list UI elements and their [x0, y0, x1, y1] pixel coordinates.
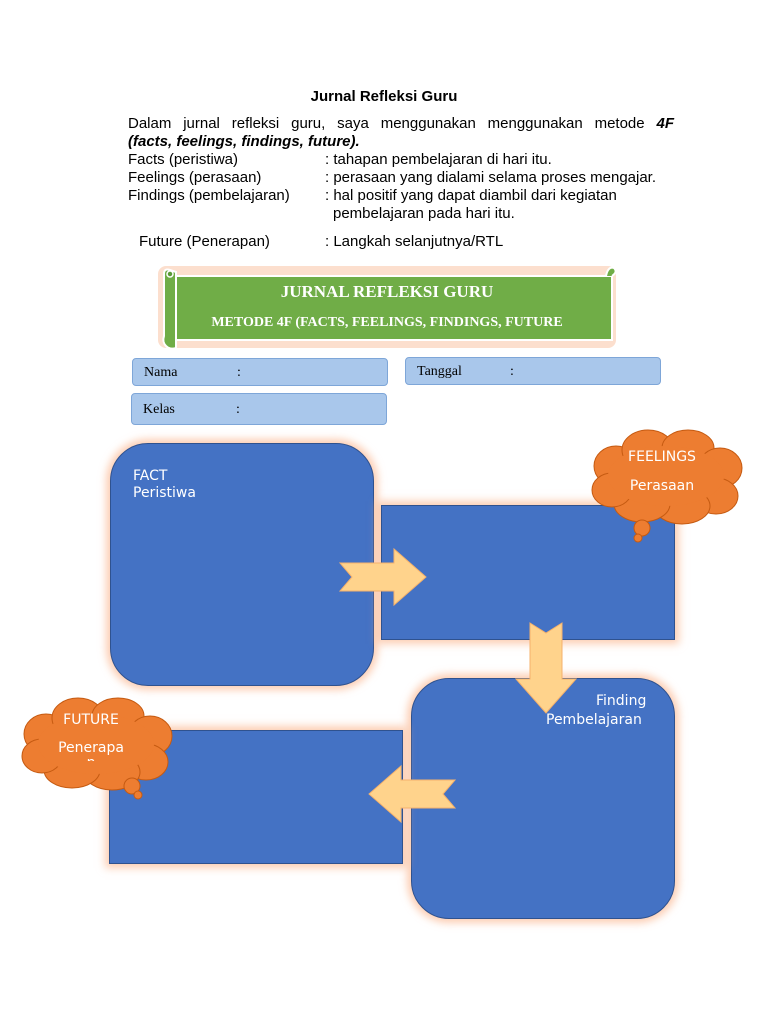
arrow-down-icon [514, 622, 578, 714]
finding-subtitle: Pembelajaran [546, 712, 642, 728]
definition-desc-feelings: : perasaan yang dialami selama proses me… [325, 169, 657, 186]
fact-title: FACT [133, 468, 168, 484]
future-cloud-icon [21, 697, 173, 800]
definition-term-future: Future (Penerapan) [139, 233, 270, 250]
future-cloud-title: FUTURE [63, 712, 119, 728]
definition-term-facts: Facts (peristiwa) [128, 151, 239, 168]
banner-subtitle: METODE 4F (FACTS, FEELINGS, FINDINGS, FU… [211, 315, 563, 330]
banner-title: JURNAL REFLEKSI GURU [280, 282, 494, 301]
feelings-cloud-subtitle: Perasaan [629, 478, 695, 494]
nama-field[interactable]: Nama : [132, 358, 388, 386]
feelings-box [381, 505, 675, 640]
definition-term-feelings: Feelings (perasaan) [128, 169, 262, 186]
fact-box [110, 443, 374, 686]
banner-scroll-shape [158, 266, 617, 350]
arrow-right-icon [338, 547, 427, 607]
intro-text-line1: Dalam jurnal refleksi guru, saya menggun… [128, 115, 674, 132]
definition-desc-findings-cont: pembelajaran pada hari itu. [333, 205, 515, 222]
fact-subtitle: Peristiwa [133, 485, 196, 501]
tanggal-label: Tanggal [417, 364, 462, 379]
kelas-colon: : [236, 402, 240, 417]
definition-desc-facts: : tahapan pembelajaran di hari itu. [325, 151, 552, 168]
intro-text-line2: (facts, feelings, findings, future). [128, 133, 360, 150]
feelings-cloud-title: FEELINGS [628, 449, 696, 465]
definition-term-findings: Findings (pembelajaran) [128, 187, 290, 204]
nama-colon: : [237, 365, 241, 380]
kelas-label: Kelas [143, 402, 175, 417]
future-cloud-subtitle-cont-wrap: n [35, 752, 147, 761]
finding-title: Finding [596, 693, 647, 709]
kelas-field[interactable]: Kelas : [131, 393, 387, 425]
tanggal-field[interactable]: Tanggal : [405, 357, 661, 385]
tanggal-colon: : [510, 364, 514, 379]
arrow-left-icon [368, 764, 457, 824]
title-banner: JURNAL REFLEKSI GURU METODE 4F (FACTS, F… [158, 266, 617, 350]
nama-label: Nama [144, 365, 178, 380]
finding-box [411, 678, 675, 919]
future-cloud-subtitle-cont: n [35, 755, 147, 761]
future-cloud-subtitle: Penerapa [58, 740, 124, 756]
feelings-cloud-icon [591, 429, 743, 543]
page-title: Jurnal Refleksi Guru [310, 88, 458, 105]
definition-desc-findings: : hal positif yang dapat diambil dari ke… [325, 187, 617, 204]
definition-desc-future: : Langkah selanjutnya/RTL [325, 233, 504, 250]
